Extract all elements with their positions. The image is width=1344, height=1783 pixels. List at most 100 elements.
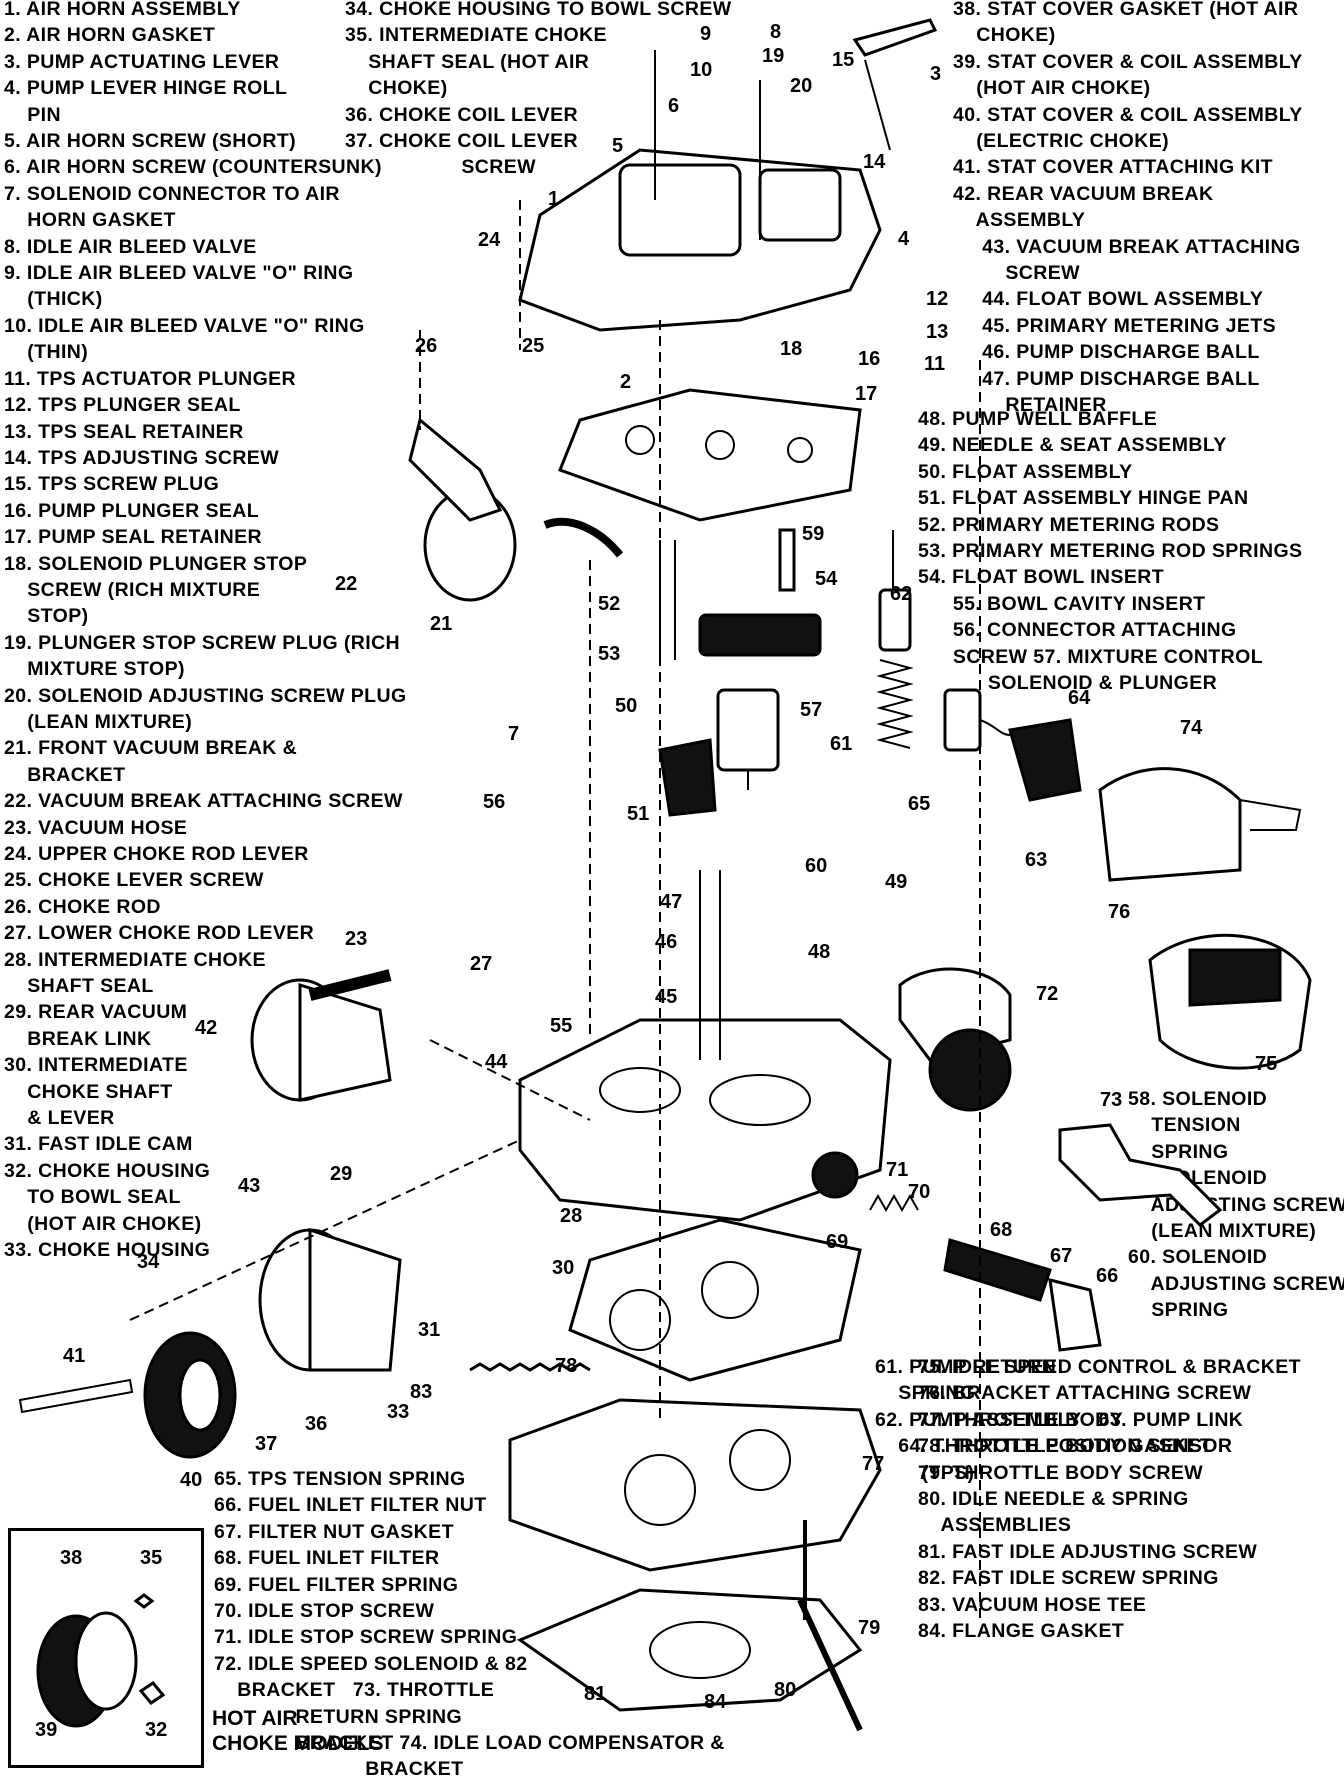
legend-left-line-3: 4. PUMP LEVER HINGE ROLL	[4, 77, 288, 100]
legend-right-top-line-12: 45. PRIMARY METERING JETS	[953, 314, 1276, 337]
float-bowl-insert	[659, 528, 822, 660]
legend-left-line-1: 2. AIR HORN GASKET	[4, 24, 216, 47]
idle-needle	[797, 1520, 863, 1732]
legend-pump-line-4: (TPS)	[875, 1461, 975, 1484]
legend-pump-line-3: 64. THROTTLE POSITION SENSOR	[875, 1435, 1233, 1458]
legend-left-line-11: (THICK)	[4, 288, 103, 311]
legend-pump-line-1: SPRING	[875, 1382, 976, 1405]
legend-left-line-29: BRACKET	[4, 763, 126, 786]
legend-right-top-line-13: 46. PUMP DISCHARGE BALL	[953, 341, 1260, 364]
legend-right-mid-line-6: 54. FLOAT BOWL INSERT	[918, 566, 1165, 589]
throttle-position-sensor	[943, 688, 1082, 802]
throttle-body-gasket	[568, 1218, 862, 1382]
legend-right-top-line-10: SCREW	[953, 262, 1080, 285]
legend-right-top-line-14: 47. PUMP DISCHARGE BALL	[953, 367, 1260, 390]
legend-mid-line-1: 35. INTERMEDIATE CHOKE	[345, 24, 607, 47]
legend-right-mid-line-0: 48. PUMP WELL BAFFLE	[918, 408, 1158, 430]
legend-left-line-42: & LEVER	[4, 1107, 115, 1130]
legend-pump: 61. PUMP RETURN SPRING 62. PUMP ASSEMBLY …	[875, 1354, 1243, 1486]
legend-left-line-15: 12. TPS PLUNGER SEAL	[4, 394, 241, 417]
legend-right-low-line-4: 79. THROTTLE BODY SCREW	[918, 1461, 1204, 1484]
legend-right-middle: 48. PUMP WELL BAFFLE 49. NEEDLE & SEAT AS…	[918, 406, 1302, 696]
legend-left-line-30: 22. VACUUM BREAK ATTACHING SCREW	[4, 790, 403, 813]
legend-bottom-mid-line-1: 66. FUEL INLET FILTER NUT	[214, 1494, 487, 1517]
legend-right-low-line-5: 80. IDLE NEEDLE & SPRING	[918, 1488, 1189, 1511]
legend-left-line-12: 10. IDLE AIR BLEED VALVE "O" RING	[4, 314, 365, 337]
legend-side-line-2: SPRING	[1128, 1140, 1229, 1163]
legend-pump-line-0: 61. PUMP RETURN	[875, 1356, 1057, 1378]
legend-left-line-2: 3. PUMP ACTUATING LEVER	[4, 50, 280, 73]
legend-mid-line-3: CHOKE)	[345, 77, 448, 100]
legend-right-mid-line-5: 53. PRIMARY METERING ROD SPRINGS	[918, 540, 1303, 563]
alignment-lines	[129, 200, 981, 1620]
idle-speed-control	[1148, 933, 1312, 1070]
legend-left-line-31: 23. VACUUM HOSE	[4, 816, 188, 839]
legend-right-top-line-5: (ELECTRIC CHOKE)	[953, 130, 1169, 153]
legend-left-line-5: 5. AIR HORN SCREW (SHORT)	[4, 130, 297, 153]
air-horn-gasket	[558, 388, 862, 522]
legend-right-mid-line-4: 52. PRIMARY METERING RODS	[918, 513, 1220, 536]
legend-right-low-line-6: ASSEMBLIES	[918, 1514, 1072, 1537]
legend-left-line-20: 17. PUMP SEAL RETAINER	[4, 526, 263, 549]
legend-bottom-mid-line-11: BRACKET	[214, 1758, 464, 1781]
legend-mid-line-5: 37. CHOKE COIL LEVER	[345, 130, 579, 153]
legend-left-line-26: 20. SOLENOID ADJUSTING SCREW PLUG	[4, 684, 407, 707]
legend-left-line-6: 6. AIR HORN SCREW (COUNTERSUNK)	[4, 156, 382, 179]
legend-right-mid-line-2: 50. FLOAT ASSEMBLY	[918, 460, 1133, 483]
inset-parts-drawing	[36, 1593, 166, 1728]
rear-vacuum-break	[250, 969, 392, 1102]
legend-right-low-line-10: 84. FLANGE GASKET	[918, 1620, 1125, 1643]
legend-left-line-47: 33. CHOKE HOUSING	[4, 1239, 211, 1262]
legend-right-mid-line-7: 55. BOWL CAVITY INSERT	[918, 592, 1206, 615]
pump-assembly	[876, 530, 914, 749]
legend-right-top: 38. STAT COVER GASKET (HOT AIR CHOKE)39.…	[953, 0, 1303, 419]
legend-right-top-line-6: 41. STAT COVER ATTACHING KIT	[953, 156, 1273, 179]
idle-speed-solenoid	[898, 967, 1012, 1112]
front-vacuum-break	[408, 417, 624, 602]
legend-right-mid-line-8: 56. CONNECTOR ATTACHING	[918, 619, 1237, 642]
throttle-body	[508, 1398, 882, 1572]
legend-left-line-36: 28. INTERMEDIATE CHOKE	[4, 948, 266, 971]
legend-side-line-6: 60. SOLENOID	[1128, 1246, 1268, 1269]
flange-gasket	[516, 1588, 863, 1712]
legend-bottom-mid-line-3: 68. FUEL INLET FILTER	[214, 1547, 440, 1570]
legend-left-line-39: BREAK LINK	[4, 1027, 152, 1050]
fuel-inlet-filter	[869, 1193, 1102, 1352]
legend-side-line-5: (LEAN MIXTURE)	[1128, 1220, 1317, 1243]
legend-left-line-37: SHAFT SEAL	[4, 975, 154, 998]
legend-left-line-38: 29. REAR VACUUM	[4, 1001, 188, 1024]
legend-left-line-43: 31. FAST IDLE CAM	[4, 1133, 193, 1156]
legend-left-line-9: 8. IDLE AIR BLEED VALVE	[4, 235, 257, 258]
throttle-return-spring-bracket	[1058, 1123, 1223, 1227]
legend-left-line-46: (HOT AIR CHOKE)	[4, 1212, 202, 1235]
legend-left-line-17: 14. TPS ADJUSTING SCREW	[4, 446, 280, 469]
hot-air-choke-inset	[8, 1528, 204, 1768]
legend-bottom-mid-line-8: BRACKET 73. THROTTLE	[214, 1679, 495, 1702]
legend-left-line-8: HORN GASKET	[4, 209, 176, 232]
legend-left-line-44: 32. CHOKE HOUSING	[4, 1159, 211, 1182]
legend-right-top-line-2: 39. STAT COVER & COIL ASSEMBLY	[953, 50, 1303, 73]
legend-left-line-22: SCREW (RICH MIXTURE	[4, 578, 261, 601]
legend-right-low-line-1: 76. BRACKET ATTACHING SCREW	[918, 1382, 1252, 1405]
legend-left-line-19: 16. PUMP PLUNGER SEAL	[4, 499, 260, 522]
legend-right-mid-line-1: 49. NEEDLE & SEAT ASSEMBLY	[918, 434, 1227, 457]
legend-right-low-line-7: 81. FAST IDLE ADJUSTING SCREW	[918, 1540, 1258, 1563]
legend-left-line-32: 24. UPPER CHOKE ROD LEVER	[4, 843, 309, 865]
legend-right-low-line-8: 82. FAST IDLE SCREW SPRING	[918, 1567, 1219, 1590]
legend-bottom-mid-line-9: RETURN SPRING	[214, 1705, 463, 1728]
legend-right-top-line-4: 40. STAT COVER & COIL ASSEMBLY	[953, 103, 1303, 126]
choke-housing	[258, 1227, 402, 1372]
legend-left-line-7: 7. SOLENOID CONNECTOR TO AIR	[4, 182, 340, 205]
legend-side-line-8: SPRING	[1128, 1299, 1229, 1322]
legend-left-line-4: PIN	[4, 103, 61, 126]
legend-bottom-mid-line-10: BRACKET 74. IDLE LOAD COMPENSATOR &	[214, 1732, 725, 1755]
legend-left-line-45: TO BOWL SEAL	[4, 1186, 181, 1209]
idle-load-compensator	[1098, 767, 1302, 882]
legend-right-top-line-9: 43. VACUUM BREAK ATTACHING	[953, 235, 1301, 258]
inset-caption: HOT AIR CHOKE MODELS	[212, 1707, 384, 1755]
legend-left-line-34: 26. CHOKE ROD	[4, 895, 161, 918]
legend-pump-line-2: 62. PUMP ASSEMBLY 63. PUMP LINK	[875, 1408, 1244, 1431]
